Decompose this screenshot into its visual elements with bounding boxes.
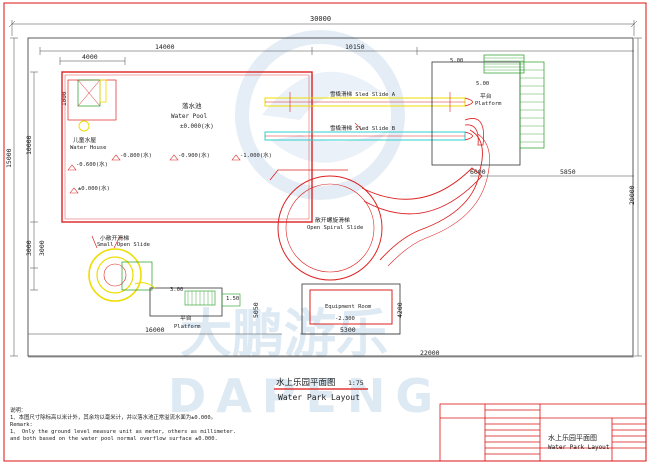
dim-1000: 1000 [61,91,68,106]
dim-16000: 16000 [145,326,165,334]
dim-5050: 5050 [252,302,260,318]
dim-10000: 10000 [25,135,33,155]
dim-14000: 14000 [155,43,175,51]
dim-overall-width-label: 30000 [310,15,331,23]
dim-5300: 5300 [340,326,356,334]
dim-overall-width [8,20,638,36]
dim-5850: 5850 [560,168,576,176]
dim-6000: 6000 [470,168,486,176]
dim-left [10,37,38,357]
dim-3000-b: 3000 [38,240,46,256]
watermark-cn: 大鹏游乐 [180,305,388,365]
house-level: ±0.000(水) [78,184,110,192]
watermark-en: DAPENG [168,369,443,423]
title-en: Water Park Layout [278,393,360,402]
notes-line1-en: 1、 Only the ground level measure unit as… [10,429,237,435]
dim-10150: 10150 [345,43,365,51]
notes-heading-cn: 说明： [10,408,27,414]
title-block-name-cn: 水上乐园平面图 [548,433,597,442]
title-scale: 1:75 [348,379,364,387]
equipment-room [301,283,401,335]
platform2-label-en: Platform [174,324,201,330]
open-spiral-slide [269,129,490,281]
house-label-en: Water House [70,145,106,151]
sled-slide-b-label: 雪橇滑梯 Sled Slide B [330,124,396,132]
dim-22000: 22000 [420,349,440,357]
elev-150: 1.50 [226,296,239,302]
level-markers [67,154,241,194]
notes-line1-cn: 1、本图尺寸除标高以米计外，其余均以毫米计，并以落水池正常溢流水面为±0.000… [10,415,216,421]
elev-500-a: 5.00 [450,58,463,64]
small-slide-label-cn: 小敞开滑梯 [100,234,129,242]
dim-20000: 20000 [628,185,636,205]
notes-line2-en: and both based on the water pool normal … [10,436,218,442]
slide-turns [464,97,484,146]
platform-right [431,54,545,166]
notes-heading-en: Remark: [10,422,33,428]
pool-label-cn: 落水池 [182,101,202,110]
dim-3000-a: 3000 [25,240,33,256]
water-pool-inner [64,74,310,220]
spiral-label-en: Open Spiral Slide [307,225,363,231]
equip-label-en: Equipment Room [325,304,372,310]
platform-bottom [134,282,241,317]
dim-4000: 4000 [82,53,98,61]
small-slide-label-en: Small Open Slide [97,242,150,248]
watermark-logo-icon [235,30,405,200]
site-boundary [27,37,634,357]
platform-label-cn: 平台 [480,92,492,100]
dim-right [634,37,642,357]
elev-300: 3.00 [170,287,183,293]
title-block-name-en: Water Park Layout [548,444,610,451]
equip-level: -2.300 [335,316,355,322]
title-cn: 水上乐园平面图 [276,377,336,388]
platform2-label-cn: 平台 [180,314,192,322]
spiral-label-cn: 敞开螺旋滑梯 [315,216,350,224]
level-100: -1.000(水) [240,151,272,159]
water-house [67,79,117,132]
level-080: -0.800(水) [120,151,152,159]
notes: 说明： 1、本图尺寸除标高以米计外，其余均以毫米计，并以落水池正常溢流水面为±0… [10,408,430,443]
water-pool [61,71,313,223]
level-090: -0.900(水) [178,151,210,159]
sled-slide-a-label: 雪橇滑梯 Sled Slide A [330,90,396,98]
small-open-slide [88,235,153,302]
elev-500-b: 5.00 [476,81,489,87]
title-block [439,403,647,462]
dim-15000: 15000 [5,148,13,168]
house-label-cn: 儿童水屋 [73,136,96,144]
pool-label-en: Water Pool [171,113,208,120]
pool-level: ±0.000(水) [180,122,214,130]
dim-row-2 [39,47,634,55]
platform-label-en: Platform [475,101,502,107]
dim-row-3 [59,57,126,65]
level-060: -0.600(水) [76,160,108,168]
drawing-frame [3,2,647,462]
